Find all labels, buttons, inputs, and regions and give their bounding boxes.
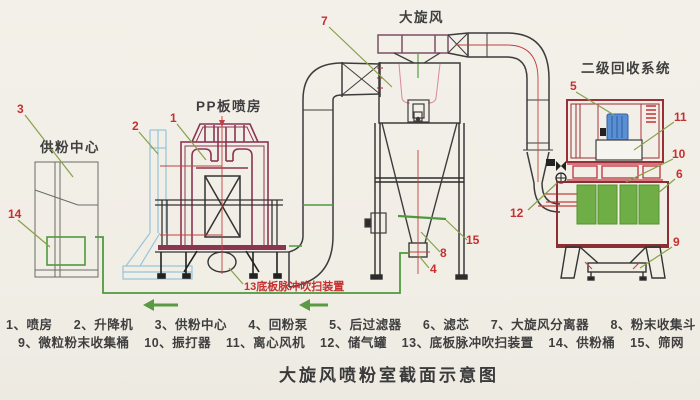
flow-arrow-left-1 <box>143 299 178 311</box>
callout-4: 4 <box>430 262 437 276</box>
callout-9: 9 <box>673 235 680 249</box>
label-pp-booth: PP板喷房 <box>196 98 262 114</box>
callout-1: 1 <box>170 111 177 125</box>
callout-12: 12 <box>510 206 524 220</box>
callout-14: 14 <box>8 207 22 221</box>
cyclone-separator <box>364 34 468 280</box>
legend-row-1: 1、喷房 2、升降机 3、供粉中心 4、回粉泵 5、后过滤器 6、滤芯 7、大旋… <box>6 314 696 333</box>
leader-lines <box>17 26 676 285</box>
powder-supply-barrel <box>46 236 86 266</box>
legend-item: 4、回粉泵 <box>248 318 308 332</box>
label-powder-center: 供粉中心 <box>39 139 100 155</box>
callout-11: 11 <box>674 110 687 124</box>
secondary-recovery-system <box>556 99 669 281</box>
legend-item: 3、供粉中心 <box>154 318 228 332</box>
legend-item: 13、底板脉冲吹扫装置 <box>401 336 534 350</box>
callout-3: 3 <box>17 102 24 116</box>
fines-collection-cart <box>560 246 666 281</box>
callout-7: 7 <box>321 14 328 28</box>
centrifugal-fan <box>595 113 643 161</box>
legend-item: 2、升降机 <box>73 318 134 332</box>
callout-6: 6 <box>676 167 683 181</box>
legend-item: 5、后过滤器 <box>329 318 402 332</box>
callout-8: 8 <box>440 246 447 260</box>
legend-item: 11、离心风机 <box>225 336 306 350</box>
label-cyclone: 大旋风 <box>399 9 444 25</box>
elevator <box>122 129 193 280</box>
area-labels: 供粉中心 PP板喷房 大旋风 二级回收系统 13底板脉冲吹扫装置 <box>39 9 671 293</box>
legend-item: 9、微粒粉末收集桶 <box>18 336 130 350</box>
cyclone-outlet-box <box>377 34 449 54</box>
label-secondary: 二级回收系统 <box>581 60 671 76</box>
right-duct-centerline <box>455 44 539 182</box>
callout-2: 2 <box>132 119 139 133</box>
number-callouts: 1 2 3 4 5 6 7 8 9 10 11 12 14 15 <box>8 14 687 276</box>
callout-15: 15 <box>466 233 480 247</box>
duct-cyclone-to-secondary <box>447 32 561 213</box>
legend-item: 6、滤芯 <box>422 318 470 332</box>
legend-item: 14、供粉桶 <box>548 336 616 350</box>
workpiece-zone <box>204 175 241 238</box>
rapper-section <box>567 163 663 181</box>
legend-item: 8、粉末收集斗 <box>610 318 696 332</box>
callout-5: 5 <box>570 79 577 93</box>
coil-marks <box>646 105 656 123</box>
diagram-title: 大旋风喷粉室截面示意图 <box>279 366 499 385</box>
filter-housing <box>556 181 669 248</box>
legend-item: 1、喷房 <box>6 318 53 332</box>
diagram-canvas: 1 2 3 4 5 6 7 8 9 10 11 12 14 15 供粉中心 PP… <box>8 9 687 311</box>
legend-item: 12、储气罐 <box>319 336 387 350</box>
legend-item: 15、筛网 <box>630 336 684 350</box>
spray-booth <box>155 123 290 279</box>
sieve-screen <box>397 214 447 221</box>
powder-supply-center <box>34 161 99 278</box>
label-bottom-purge: 13底板脉冲吹扫装置 <box>244 279 344 293</box>
duct-booth-to-cyclone <box>288 62 381 288</box>
powder-return-pipe <box>95 236 409 294</box>
legend-row-2: 9、微粒粉末收集桶 10、振打器 11、离心风机 12、储气罐 13、底板脉冲吹… <box>18 332 684 351</box>
booth-centerlines <box>160 116 225 274</box>
air-tank-valve <box>538 159 577 207</box>
legend-item: 7、大旋风分离器 <box>490 318 590 332</box>
legend-item: 10、振打器 <box>144 336 212 350</box>
powder-collect-hopper <box>381 122 458 258</box>
flow-arrow-left-2 <box>299 299 328 311</box>
callout-10: 10 <box>672 147 686 161</box>
